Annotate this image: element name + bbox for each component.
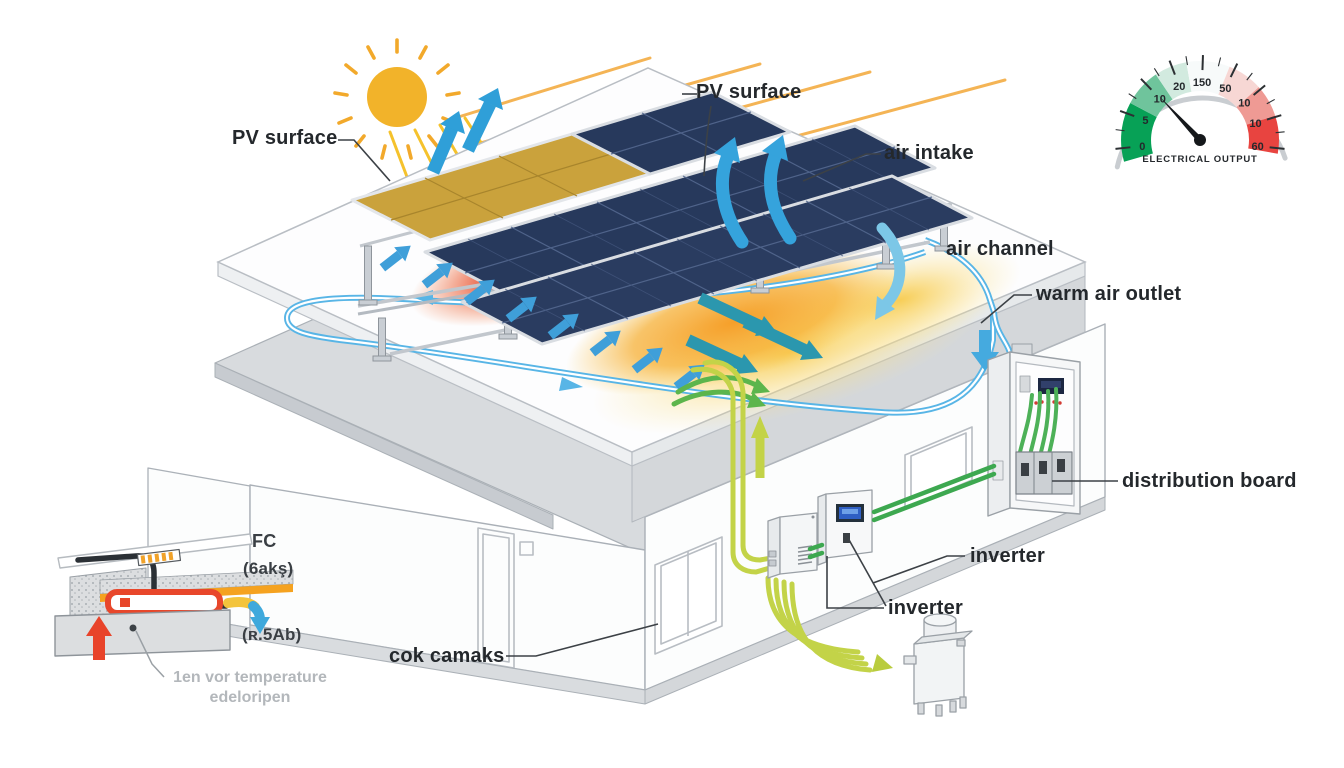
svg-text:10: 10	[1154, 93, 1166, 105]
label-layer: (6akş)	[243, 559, 294, 578]
inverter-1	[767, 512, 818, 579]
inset-cross-section	[54, 533, 294, 660]
inset-caption: 1en vor temperature edeloripen	[145, 668, 355, 708]
pv-panel-row-back	[570, 90, 792, 176]
red-up-arrow-icon	[86, 616, 112, 660]
pv-array	[350, 90, 974, 346]
label-inverter-upper: inverter	[970, 545, 1045, 567]
boiler-unit	[903, 613, 973, 717]
circuit-breakers	[1015, 451, 1073, 495]
sun-icon	[333, 38, 461, 160]
air-swirl-arrow	[875, 222, 906, 320]
green-flow-arrow-icon	[671, 375, 770, 408]
sensor-strip	[136, 548, 182, 567]
label-distribution-board: distribution board	[1122, 470, 1297, 492]
gauge-title: ELECTRICAL OUTPUT	[1142, 154, 1257, 165]
label-cok-camaks: cok camaks	[389, 645, 505, 667]
air-intake-arrow-icon	[714, 135, 797, 249]
label-inverter-lower: inverter	[888, 597, 963, 619]
label-pv-surface-top: PV surface	[696, 81, 802, 103]
needle-icon	[1159, 96, 1206, 146]
leader-lines	[135, 93, 1118, 678]
label-air-intake: air intake	[884, 142, 974, 164]
svg-text:10: 10	[1249, 118, 1261, 130]
yellow-cable-arrowhead	[872, 654, 893, 672]
label-warm-air-outlet: warm air outlet	[1036, 283, 1182, 305]
label-outlet: (ʀ.5Ab)	[242, 625, 302, 644]
underpanel-air-arrows	[379, 245, 705, 391]
svg-text:50: 50	[1219, 83, 1231, 95]
svg-text:60: 60	[1252, 141, 1264, 153]
yellow-up-arrow	[751, 416, 769, 478]
svg-text:10: 10	[1238, 98, 1250, 110]
label-pv-surface-left: PV surface	[232, 127, 338, 149]
gauge-icon: 0 5 10 20 150 50 10 10 60 ELECTRICAL OUTPUT	[1114, 55, 1288, 170]
teal-exit-arrows	[685, 292, 823, 374]
yellow-blue-arrow-icon	[223, 597, 270, 634]
dc-cables-yellow	[690, 359, 873, 673]
inset-caption-line2: edeloripen	[209, 689, 291, 706]
svg-text:20: 20	[1173, 81, 1185, 93]
svg-text:150: 150	[1193, 77, 1211, 89]
window	[654, 426, 973, 655]
svg-text:5: 5	[1142, 115, 1148, 127]
inset-caption-line1: 1en vor temperature	[173, 669, 327, 686]
pv-panel-row-front	[460, 174, 974, 346]
label-fc: FC	[252, 531, 277, 551]
up-arrow-icon	[427, 88, 503, 175]
mid-slab-edge	[214, 362, 554, 530]
svg-text:0: 0	[1139, 141, 1145, 153]
pv-panel-row-middle	[423, 124, 937, 296]
distribution-board-cabinet	[987, 343, 1081, 517]
ac-cables-green	[807, 463, 997, 560]
label-air-channel: air channel	[946, 238, 1054, 260]
